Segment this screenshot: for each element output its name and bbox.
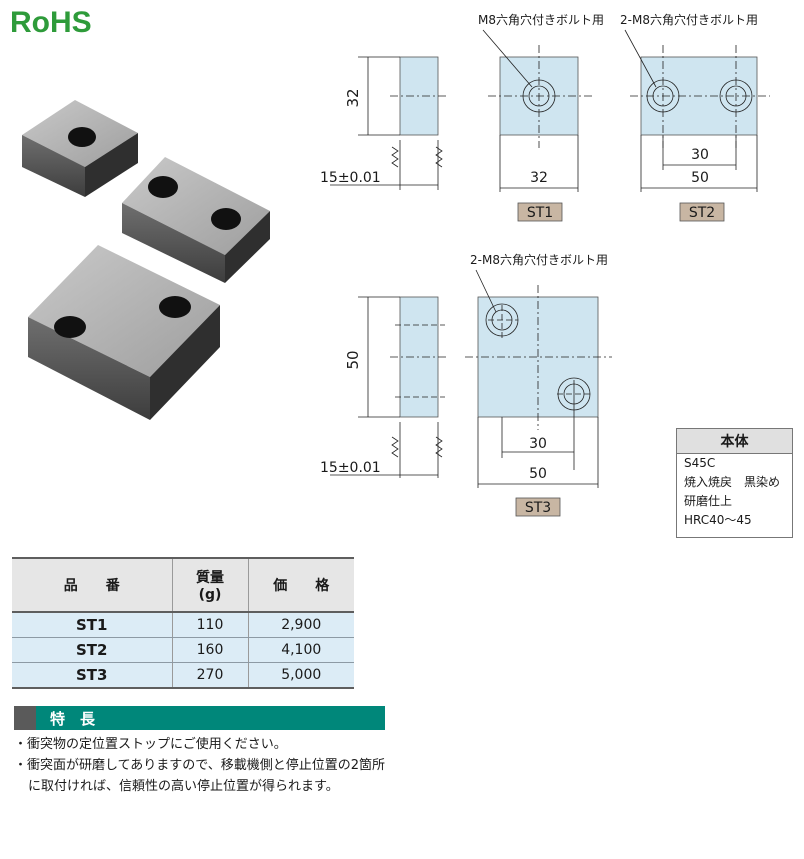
table-row: ST2 160 4,100 [12,637,354,663]
st2-block-image [122,157,270,283]
material-line: S45C [684,456,716,470]
part-number-cell: ST2 [12,637,172,663]
rohs-logo-text: RoHS [10,6,92,38]
st1-label: ST1 [527,205,553,221]
st2-hole-callout: 2-M8六角穴付きボルト用 [620,12,758,27]
price-cell: 5,000 [247,662,354,689]
header-part-number: 品 番 [12,557,172,613]
mass-cell: 160 [171,637,248,663]
technical-drawings: 32 15±0.01 32 30 50 50 15±0.01 30 50 M8六… [320,12,770,517]
st1-thickness-dim: 15±0.01 [320,170,381,186]
st2-label: ST2 [689,205,715,221]
part-number-cell: ST1 [12,612,172,638]
material-spec-box: 本体 S45C 焼入焼戻 黒染め 研磨仕上 HRC40～45 [676,428,793,538]
feature-item: ・衝突物の定位置ストップにご使用ください。 [14,737,287,752]
material-line: 研磨仕上 [684,494,733,508]
features-header: 特 長 [14,706,385,730]
st1-block-image [22,100,138,197]
table-header-row: 品 番 質量 (g) 価 格 [12,557,354,613]
table-row: ST1 110 2,900 [12,612,354,638]
header-price: 価 格 [247,557,354,613]
price-cell: 2,900 [247,612,354,638]
st3-label: ST3 [525,500,551,516]
st3-width-dim: 50 [529,466,547,482]
st3-pitch-dim: 30 [529,436,547,452]
features-header-tab [14,706,36,730]
st3-thickness-dim: 15±0.01 [320,460,381,476]
material-title: 本体 [677,429,792,454]
mass-cell: 270 [171,662,248,689]
st1-width-dim: 32 [530,170,548,186]
features-list: ・衝突物の定位置ストップにご使用ください。 ・衝突面が研磨してありますので、移載… [14,734,394,797]
st1-height-dim: 32 [344,88,362,107]
feature-item: ・衝突面が研磨してありますので、移載機側と停止位置の2箇所に取付ければ、信頼性の… [14,758,385,794]
features-title: 特 長 [50,709,96,728]
st3-block-image [28,245,220,420]
st2-width-dim: 50 [691,170,709,186]
st3-height-dim: 50 [344,350,362,369]
spec-table: 品 番 質量 (g) 価 格 ST1 110 2,900 ST2 160 4,1… [12,557,354,689]
product-photo [22,100,270,420]
st3-hole-callout: 2-M8六角穴付きボルト用 [470,252,608,267]
mass-cell: 110 [171,612,248,638]
material-line: HRC40～45 [684,513,752,527]
st1-hole-callout: M8六角穴付きボルト用 [478,12,604,27]
part-number-cell: ST3 [12,662,172,689]
material-line: 焼入焼戻 黒染め [684,475,781,489]
price-cell: 4,100 [247,637,354,663]
table-row: ST3 270 5,000 [12,662,354,689]
rohs-logo: RoHS [10,6,92,38]
st2-pitch-dim: 30 [691,147,709,163]
header-mass: 質量 (g) [171,557,248,613]
